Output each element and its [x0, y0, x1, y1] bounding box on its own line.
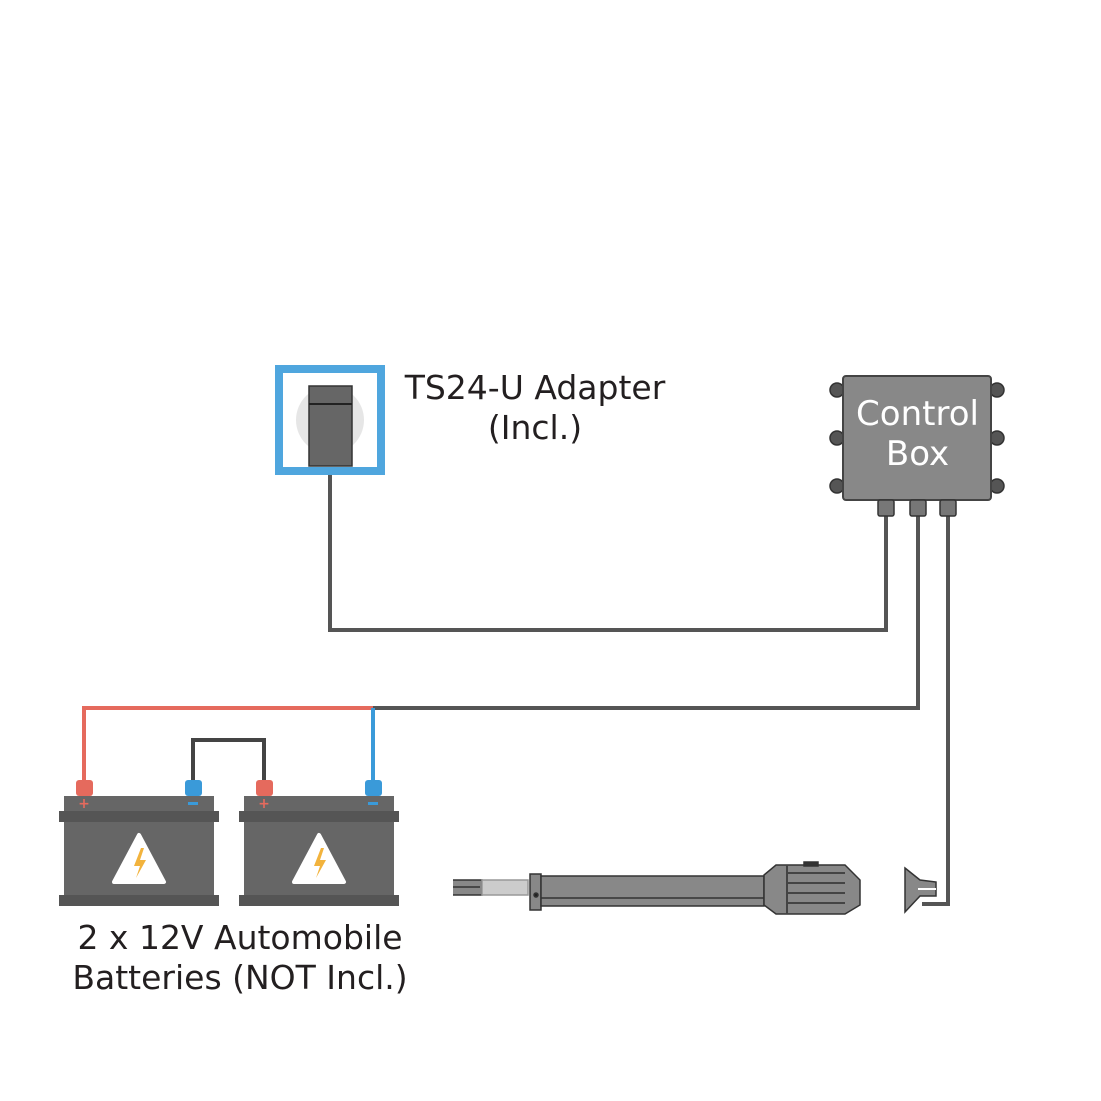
battery-label-line1: 2 x 12V Automobile — [77, 918, 403, 957]
actuator-icon — [453, 861, 937, 915]
control-box-line2: Box — [885, 434, 950, 475]
actuator-cable — [922, 512, 950, 906]
wires — [82, 468, 950, 906]
svg-text:+: + — [78, 796, 90, 812]
adapter-icon — [275, 365, 385, 475]
adapter-cable — [328, 468, 888, 632]
adapter-label: TS24-U Adapter (Incl.) — [395, 368, 675, 447]
battery-label: 2 x 12V Automobile Batteries (NOT Incl.) — [40, 918, 440, 997]
adapter-title: TS24-U Adapter — [404, 368, 666, 407]
battery-label-line2: Batteries (NOT Incl.) — [72, 957, 408, 997]
control-box-line1: Control — [856, 394, 979, 434]
control-box-label: Control Box — [845, 394, 990, 474]
jumper-wire — [191, 738, 266, 783]
positive-wire — [82, 706, 373, 783]
battery-cable — [373, 512, 920, 710]
battery-1: + — [59, 780, 219, 906]
svg-text:+: + — [258, 796, 270, 812]
adapter-subtitle: (Incl.) — [487, 407, 583, 447]
battery-2: + — [239, 780, 399, 906]
control-box-icon — [829, 375, 1005, 517]
